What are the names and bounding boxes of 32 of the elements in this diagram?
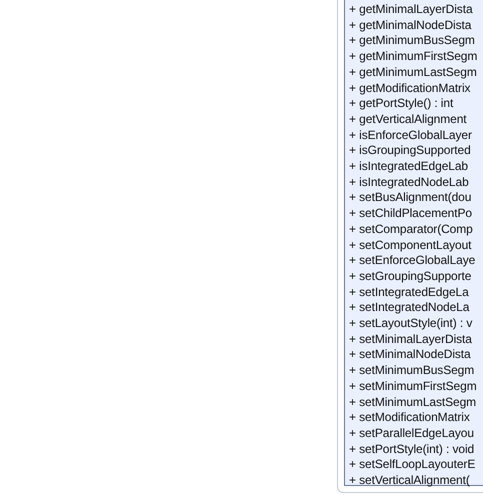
method-signature: + setEnforceGlobalLaye [349, 253, 476, 269]
method-signature: + getMinimumLastSegm [349, 64, 478, 81]
method-signature: + getMinimalLayerDista [349, 2, 474, 18]
method-signature: + getVerticalAlignment [349, 112, 468, 128]
method-signature: + setMinimumBusSegm [349, 363, 476, 379]
method-signature: + setChildPlacementPo [349, 206, 473, 222]
method-signature: + getModificationMatrix [349, 80, 472, 96]
method-signature: + getMinimumBusSegm [349, 33, 476, 50]
method-signature: + setIntegratedEdgeLa [349, 284, 470, 300]
method-signature: + setBusAlignment(dou [349, 190, 472, 206]
method-signature: + isEnforceGlobalLayer [349, 128, 473, 144]
method-signature: + setComponentLayout [349, 238, 472, 254]
method-signature: + setSelfLoopLayouterE [349, 457, 476, 474]
method-signature: + setGroupingSupporte [349, 268, 472, 285]
method-signature: + getPortStyle() : int [349, 96, 454, 112]
method-signature: + setModificationMatrix [349, 410, 471, 426]
method-signature: + isIntegratedNodeLab [349, 174, 470, 190]
method-signature: + setComparator(Comp [349, 222, 474, 238]
method-signature: + setLayoutStyle(int) : v [349, 316, 474, 332]
method-signature: + setParallelEdgeLayou [349, 426, 475, 442]
method-signature: + getMinimumFirstSegm [349, 49, 478, 65]
method-signature: + isGroupingSupported [349, 143, 472, 160]
method-signature: + setIntegratedNodeLa [349, 300, 470, 316]
method-signature: + setMinimumLastSegm [349, 394, 478, 410]
class-box [344, 0, 483, 486]
method-signature: + setPortStyle(int) : void [349, 442, 476, 458]
method-signature: + setMinimumFirstSegm [349, 378, 478, 395]
method-signature: + setMinimalLayerDista [349, 332, 473, 348]
method-signature: + isIntegratedEdgeLab [349, 159, 469, 175]
method-signature: + setMinimalNodeDista [349, 347, 472, 364]
method-signature: + getMinimalNodeDista [349, 18, 472, 34]
method-signature: + setVerticalAlignment( [349, 473, 471, 489]
